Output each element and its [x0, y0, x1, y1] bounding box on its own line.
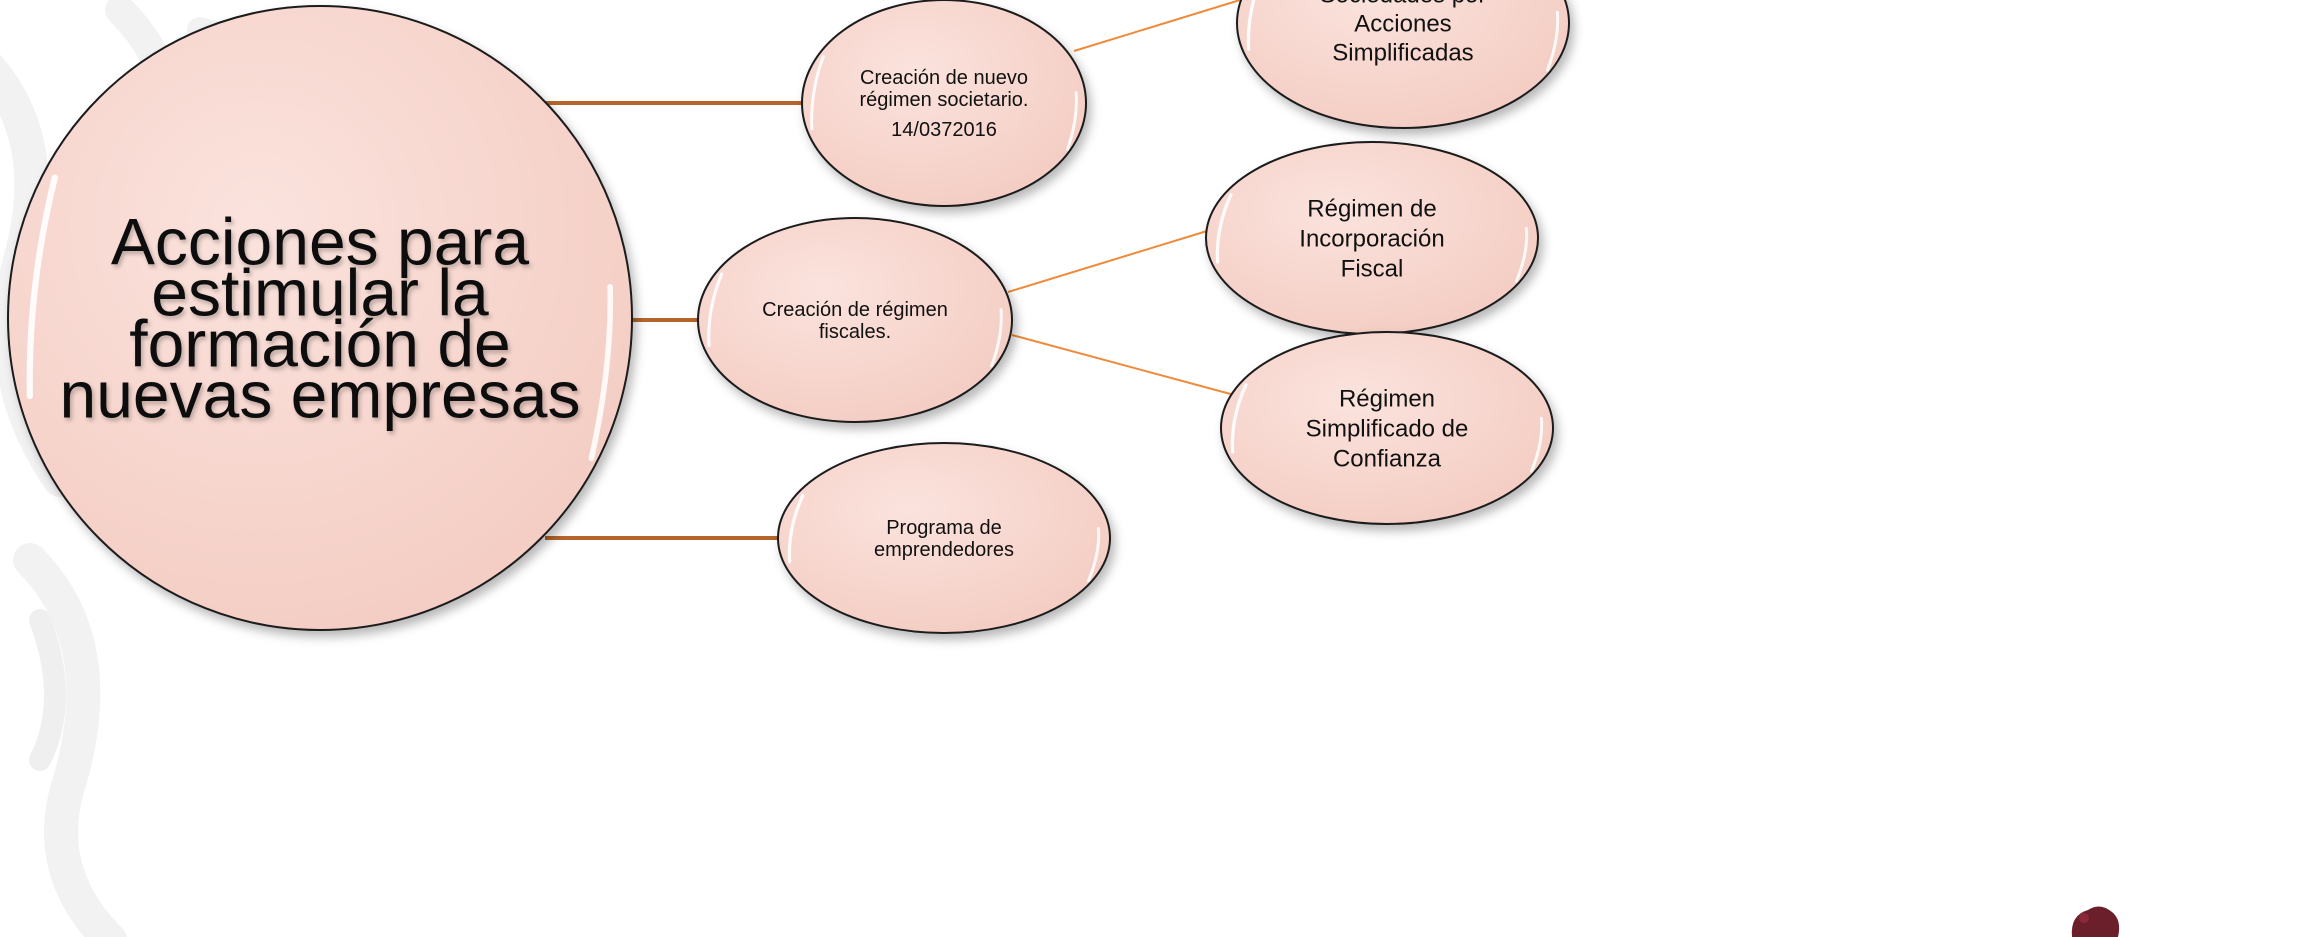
leaf-bubble-sas-highlight-right [1545, 11, 1560, 72]
leaf-bubble-resico-text-line: Confianza [1333, 445, 1442, 472]
branch-bubble-fiscales-highlight [707, 272, 724, 348]
leaf-bubble-rif-text-line: Incorporación [1299, 225, 1444, 252]
central-bubble-text-line: Acciones para [111, 205, 530, 279]
branch-bubble-societario-text-line: régimen societario. [860, 89, 1029, 111]
branch-bubble-emprendedores-highlight [787, 493, 805, 564]
leaf-bubble-resico-highlight [1230, 383, 1248, 454]
leaf-bubble-sas-text-line: Acciones [1354, 10, 1451, 37]
branch-bubble-emprendedores-text-line: Programa de [886, 517, 1002, 539]
branch-bubble-societario-highlight-right [1066, 91, 1078, 151]
connector-societario-sas [1073, 0, 1241, 52]
connector-fiscales-rif [1007, 230, 1208, 293]
branch-bubble-emprendedores-highlight-right [1086, 527, 1101, 583]
leaf-bubble-sas-text-line: Simplificadas [1332, 39, 1473, 66]
leaf-bubble-resico-text-line: Régimen [1339, 385, 1435, 412]
central-bubble-text-line: formación de [129, 307, 511, 381]
branch-bubble-emprendedores-shape [777, 442, 1111, 634]
leaf-bubble-sas-highlight [1246, 0, 1256, 51]
leaf-bubble-rif-text-line: Fiscal [1341, 255, 1404, 282]
branch-bubble-societario-text-line: Creación de nuevo [860, 67, 1028, 89]
leaf-bubble-resico-text-line: Simplificado de [1306, 415, 1469, 442]
branch-bubble-emprendedores-text-line: emprendedores [874, 539, 1014, 561]
central-bubble-highlight-right [588, 283, 614, 462]
central-bubble-shape [7, 5, 633, 631]
leaf-bubble-rif-highlight-right [1514, 226, 1529, 283]
connector-fiscales-resico [1011, 334, 1239, 397]
branch-bubble-fiscales-shape [697, 217, 1013, 423]
leaf-bubble-sas: Sociedades porAccionesSimplificadas [1236, 0, 1570, 129]
branch-bubble-societario-highlight [810, 55, 825, 131]
emblem-icon [2071, 906, 2120, 937]
leaf-bubble-resico-highlight-right [1529, 416, 1544, 473]
leaf-bubble-rif-text-line: Régimen de [1307, 195, 1436, 222]
branch-bubble-fiscales-text-line: fiscales. [819, 321, 891, 343]
leaf-bubble-sas-shape [1236, 0, 1570, 129]
branch-bubble-societario-date: 14/0372016 [891, 119, 997, 141]
central-bubble-highlight [26, 174, 58, 400]
connector-layer [545, 0, 1241, 540]
branch-bubble-fiscales-text-line: Creación de régimen [762, 299, 948, 321]
leaf-bubble-resico-shape [1220, 331, 1554, 525]
leaf-bubble-rif-highlight [1215, 193, 1233, 264]
branch-bubble-fiscales-highlight-right [990, 308, 1003, 368]
leaf-bubble-sas-text-line: Sociedades por [1320, 0, 1487, 8]
central-bubble-text-line: estimular la [151, 256, 489, 330]
central-bubble-text-line: nuevas empresas [60, 358, 581, 432]
branch-bubble-societario-shape [801, 0, 1087, 207]
